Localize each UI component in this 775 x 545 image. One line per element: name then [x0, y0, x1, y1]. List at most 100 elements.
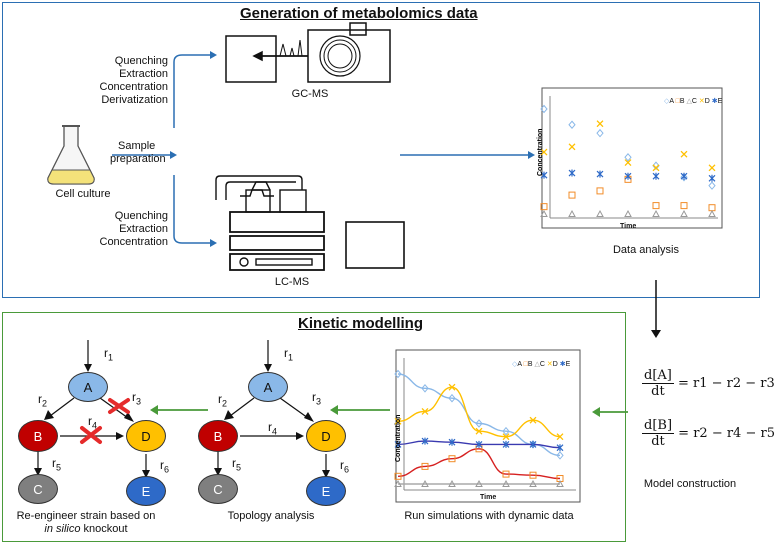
- marker-d: [680, 150, 688, 158]
- lc-step-2: Extraction: [119, 223, 168, 235]
- marker-e: [448, 438, 456, 446]
- marker-d: [475, 427, 483, 435]
- marker-a: [475, 419, 483, 428]
- marker-d: [708, 164, 716, 172]
- marker-c: [624, 209, 632, 217]
- gc-ms-icon: [225, 22, 391, 83]
- sim-xlabel: Time: [480, 494, 497, 501]
- rate-r6-knockout: r6: [160, 458, 170, 475]
- gc-step-2: Extraction: [119, 68, 168, 80]
- marker-c: [529, 479, 537, 487]
- sim-legend: ◇A □B △C ✕D ✱E: [512, 361, 571, 368]
- marker-e: [556, 444, 564, 452]
- network-edges: [37, 340, 327, 472]
- sample-prep-label: Sample: [118, 140, 156, 152]
- marker-a: [624, 153, 632, 162]
- sample-prep-label-2: preparation: [110, 153, 166, 165]
- marker-b: [652, 202, 660, 210]
- marker-e: [529, 440, 537, 448]
- cell-culture-label: Cell culture: [55, 188, 111, 200]
- scatter-ylabel: Concentration: [537, 129, 544, 176]
- knockout-cross-icon: [80, 398, 130, 444]
- marker-b: [680, 202, 688, 210]
- marker-d: [502, 433, 510, 441]
- gc-ms-label: GC-MS: [291, 88, 329, 100]
- marker-a: [540, 104, 548, 114]
- rate-r5-knockout: r5: [52, 456, 62, 473]
- marker-c: [556, 479, 564, 487]
- marker-b: [421, 462, 429, 470]
- node-a-knockout: A: [68, 372, 108, 402]
- node-c-knockout: C: [18, 474, 58, 504]
- marker-a: [680, 172, 688, 182]
- lc-step-1: Quenching: [114, 210, 168, 222]
- marker-a: [502, 426, 510, 436]
- rate-r4-topology: r4: [268, 420, 278, 437]
- marker-c: [540, 209, 548, 217]
- marker-d: [568, 143, 576, 151]
- lc-step-3: Concentration: [99, 236, 169, 248]
- scatter-plot-frame: [541, 87, 723, 229]
- marker-e: [680, 172, 688, 180]
- model-caption: Model construction: [643, 478, 737, 490]
- topology-caption: Topology analysis: [227, 510, 315, 522]
- equation-a: d[A]dt = r1 − r2 − r3: [642, 368, 775, 399]
- marker-e: [394, 440, 402, 448]
- marker-d: [540, 148, 548, 156]
- marker-e: [624, 172, 632, 180]
- marker-b: [596, 187, 604, 195]
- node-d-knockout: D: [126, 420, 166, 452]
- scatter-legend: ◇A □B △C ✕D ✱E: [664, 98, 723, 105]
- marker-c: [596, 209, 604, 217]
- marker-e: [568, 169, 576, 177]
- marker-b: [502, 470, 510, 478]
- generation-title: Generation of metabolomics data: [240, 5, 478, 22]
- marker-e: [708, 174, 716, 182]
- simulation-caption: Run simulations with dynamic data: [404, 510, 574, 522]
- marker-b: [568, 191, 576, 199]
- marker-e: [540, 171, 548, 179]
- rate-r4-knockout: r4: [88, 414, 98, 431]
- marker-a: [568, 120, 576, 130]
- marker-a: [421, 384, 429, 393]
- marker-e: [652, 172, 660, 180]
- node-b-knockout: B: [18, 420, 58, 452]
- simulation-plot-frame: [395, 349, 581, 503]
- rate-r5-topology: r5: [232, 456, 242, 473]
- marker-c: [708, 209, 716, 217]
- marker-e: [421, 437, 429, 445]
- marker-a: [596, 128, 604, 138]
- marker-d: [596, 120, 604, 128]
- node-c-topology: C: [198, 474, 238, 504]
- marker-a: [652, 161, 660, 170]
- marker-a: [448, 393, 456, 403]
- marker-d: [421, 407, 429, 415]
- marker-d: [652, 164, 660, 172]
- marker-e: [475, 440, 483, 448]
- lc-ms-label: LC-MS: [274, 276, 310, 288]
- marker-e: [596, 170, 604, 178]
- marker-c: [475, 479, 483, 487]
- scatter-xlabel: Time: [620, 223, 637, 230]
- rate-r3-topology: r3: [312, 390, 322, 407]
- flask-icon: [47, 125, 95, 185]
- marker-c: [502, 479, 510, 487]
- rate-r3-knockout: r3: [132, 390, 142, 407]
- marker-d: [529, 416, 537, 424]
- node-e-topology: E: [306, 476, 346, 506]
- equation-b: d[B]dt = r2 − r4 − r5: [642, 418, 775, 449]
- marker-e: [502, 440, 510, 448]
- sim-ylabel: Concentration: [395, 415, 402, 462]
- sim-line-b: [397, 448, 561, 480]
- node-d-topology: D: [306, 420, 346, 452]
- node-b-topology: B: [198, 420, 238, 452]
- marker-d: [556, 433, 564, 441]
- gc-step-4: Derivatization: [101, 94, 168, 106]
- rate-r1-knockout: r1: [104, 346, 114, 363]
- kinetic-title: Kinetic modelling: [298, 315, 424, 332]
- node-e-knockout: E: [126, 476, 166, 506]
- marker-a: [394, 369, 402, 379]
- marker-c: [448, 479, 456, 487]
- marker-a: [556, 451, 564, 460]
